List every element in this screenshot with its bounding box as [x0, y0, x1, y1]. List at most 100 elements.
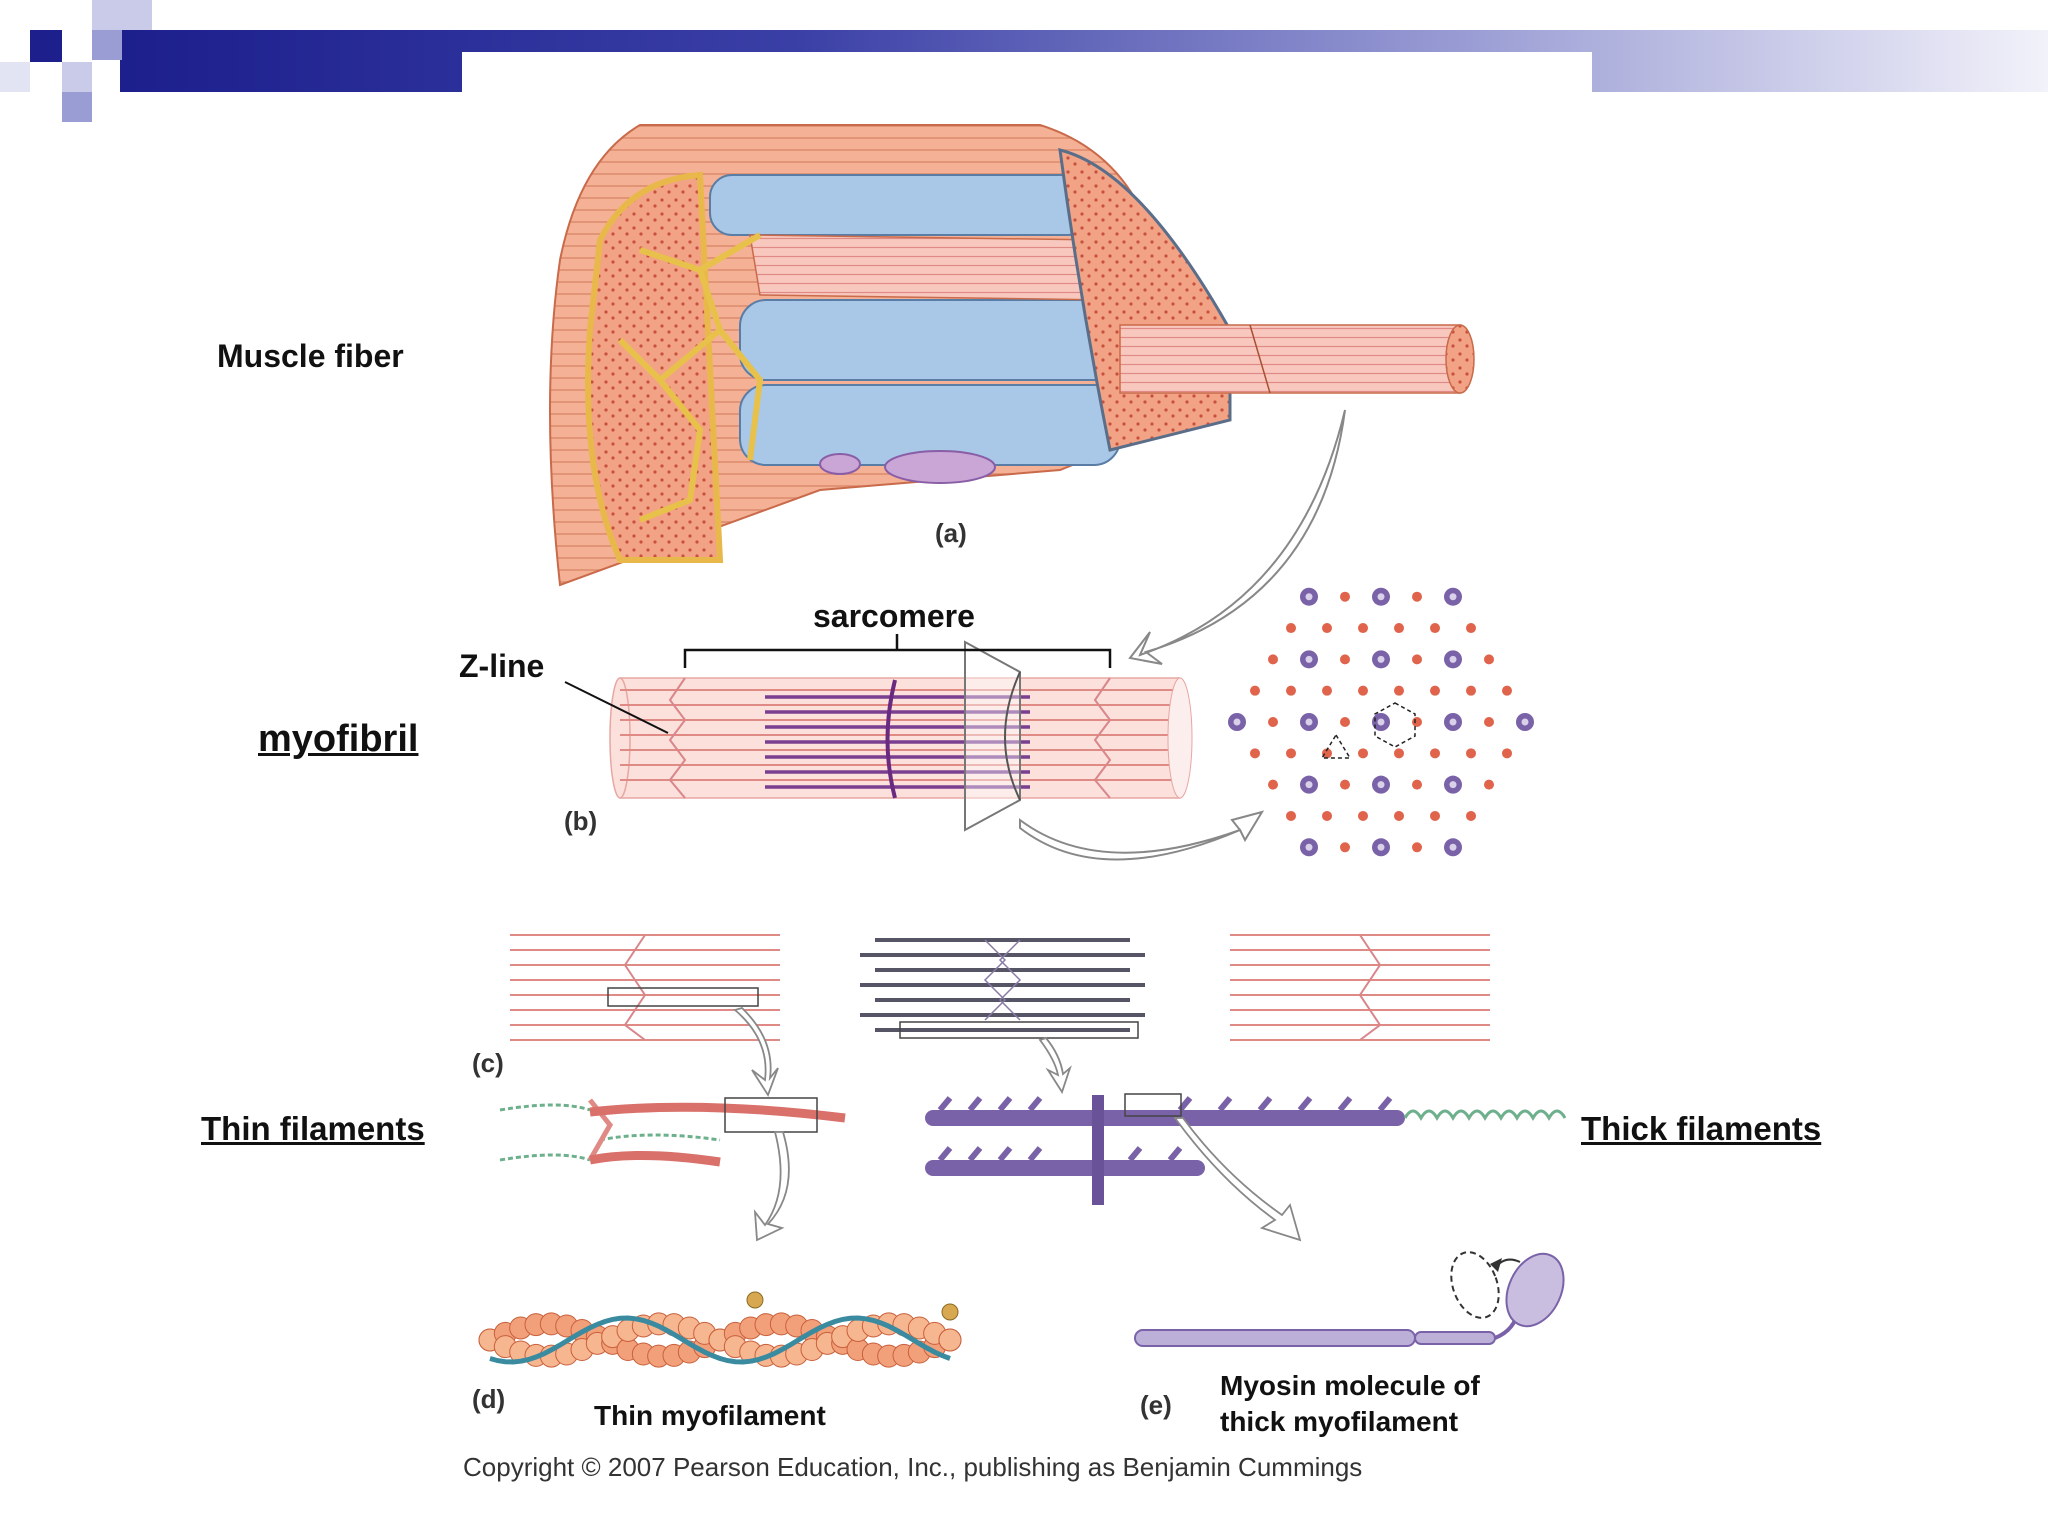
label-thick-filaments: Thick filaments [1581, 1110, 1822, 1147]
header-square [0, 62, 30, 92]
projecting-myofibril [1119, 324, 1475, 394]
thin-filament-dot [1394, 623, 1404, 634]
thin-filament-dot [1340, 717, 1350, 727]
thin-filament-dot [1340, 779, 1350, 790]
sarcomere-bracket [683, 634, 1112, 668]
thin-filament-dot [1286, 748, 1296, 759]
thin-filament-dot [1466, 748, 1476, 759]
thin-filament-dot [1322, 685, 1332, 696]
thin-filament-dot [1394, 810, 1404, 821]
arrow-fiber-to-myofibril [1128, 409, 1346, 665]
label-thin-myofilament: Thin myofilament [594, 1400, 826, 1431]
thin-filament-dot [1268, 717, 1278, 727]
thin-filament-bundle-right [1230, 934, 1490, 1041]
thin-filament-dot [1484, 717, 1494, 727]
fiber-cross-section [585, 171, 724, 563]
thin-filament-dot [1322, 748, 1332, 759]
thin-filament-dot [1250, 748, 1260, 759]
myofibril-illustration [564, 634, 1193, 832]
thick-filament-core [1305, 718, 1313, 726]
z-line-leader [564, 681, 669, 734]
thick-filament-strands [925, 1095, 1567, 1205]
thick-filament-inset-box [899, 1021, 1139, 1039]
troponin-complex [941, 1303, 959, 1321]
thin-filament-dot [1358, 810, 1368, 821]
thin-filament-dot [1484, 779, 1494, 790]
thin-myofilament-illustration [478, 1291, 962, 1368]
thin-filament-dot [1340, 591, 1350, 602]
thin-filament-dot [1268, 654, 1278, 665]
thin-filament-dot [1394, 685, 1404, 696]
thick-filament-core [1449, 843, 1457, 851]
thick-filament-core [1305, 781, 1313, 789]
thick-strand-inset-box [1124, 1093, 1182, 1117]
panel-label-d: (d) [472, 1384, 506, 1414]
thin-filament-dot [1412, 717, 1422, 727]
header-square [62, 92, 92, 122]
thick-filament-core [1377, 718, 1385, 726]
label-z-line: Z-line [459, 648, 545, 684]
thin-filament-dot [1412, 842, 1422, 853]
thin-filament-dot [1340, 842, 1350, 853]
thick-filament-core [1377, 781, 1385, 789]
copyright-notice: Copyright © 2007 Pearson Education, Inc.… [463, 1452, 1363, 1482]
thin-filament-dot [1412, 654, 1422, 665]
thin-filament-dot [1430, 685, 1440, 696]
thin-filament-dot [1340, 654, 1350, 665]
arrow-thick-bundle-down [1038, 1036, 1072, 1095]
thin-filament-dot [1358, 623, 1368, 634]
thin-filament-dot [1484, 654, 1494, 665]
thin-filament-dot [1322, 623, 1332, 634]
label-sarcomere: sarcomere [813, 598, 975, 634]
label-thin-filaments: Thin filaments [201, 1110, 425, 1147]
thick-filament-bundle [860, 938, 1145, 1032]
thin-filament-dot [1430, 748, 1440, 759]
thin-filament-dot [1250, 685, 1260, 696]
thick-filament-core [1377, 843, 1385, 851]
tropomyosin-strand [489, 1315, 951, 1365]
thick-filament-core [1449, 593, 1457, 601]
header-square [92, 0, 152, 30]
thin-filament-dot [1466, 685, 1476, 696]
panel-label-c: (c) [472, 1048, 504, 1078]
troponin-complex [746, 1291, 764, 1309]
thick-filament-core [1449, 655, 1457, 663]
reticulum-network [617, 232, 764, 523]
thin-filament-dot [1322, 810, 1332, 821]
thick-filament-core [1233, 718, 1241, 726]
myofibril-bundles [749, 234, 1111, 301]
thick-filament-core [1305, 843, 1313, 851]
thin-filament-strands [499, 1098, 846, 1167]
thin-filament-dot [1466, 623, 1476, 634]
thin-filament-dot [1502, 685, 1512, 696]
section-plane [964, 640, 1021, 832]
nucleus [819, 450, 996, 484]
actin-lines [620, 689, 1180, 781]
arrow-thin-bundle-down [733, 1006, 779, 1098]
label-myosin-line1: Myosin molecule of [1220, 1370, 1480, 1401]
thick-filament-core [1449, 781, 1457, 789]
panel-label-a: (a) [935, 518, 967, 548]
thin-filament-dot [1412, 779, 1422, 790]
thin-filament-dot [1286, 810, 1296, 821]
label-muscle-fiber: Muscle fiber [217, 338, 404, 374]
filament-lattice [1228, 587, 1534, 857]
arrow-thin-strand-down [753, 1131, 790, 1242]
label-myofibril: myofibril [258, 718, 419, 760]
thin-strand-inset-box [724, 1097, 818, 1133]
thin-filament-dot [1502, 748, 1512, 759]
myosin-lines [765, 695, 1030, 789]
thick-filament-core [1449, 718, 1457, 726]
thin-filament-dot [1412, 591, 1422, 602]
actin-bead [938, 1328, 962, 1352]
thick-filament-core [1305, 655, 1313, 663]
myosin-molecule-illustration [1134, 1251, 1565, 1347]
thick-filament-core [1521, 718, 1529, 726]
thin-filament-dot [1286, 623, 1296, 634]
thin-filament-dot [1268, 779, 1278, 790]
arrow-myofibril-to-lattice [1019, 810, 1265, 861]
header-square [92, 30, 122, 60]
thin-filament-dot [1466, 810, 1476, 821]
sarcoplasmic-reticulum [709, 174, 1121, 466]
